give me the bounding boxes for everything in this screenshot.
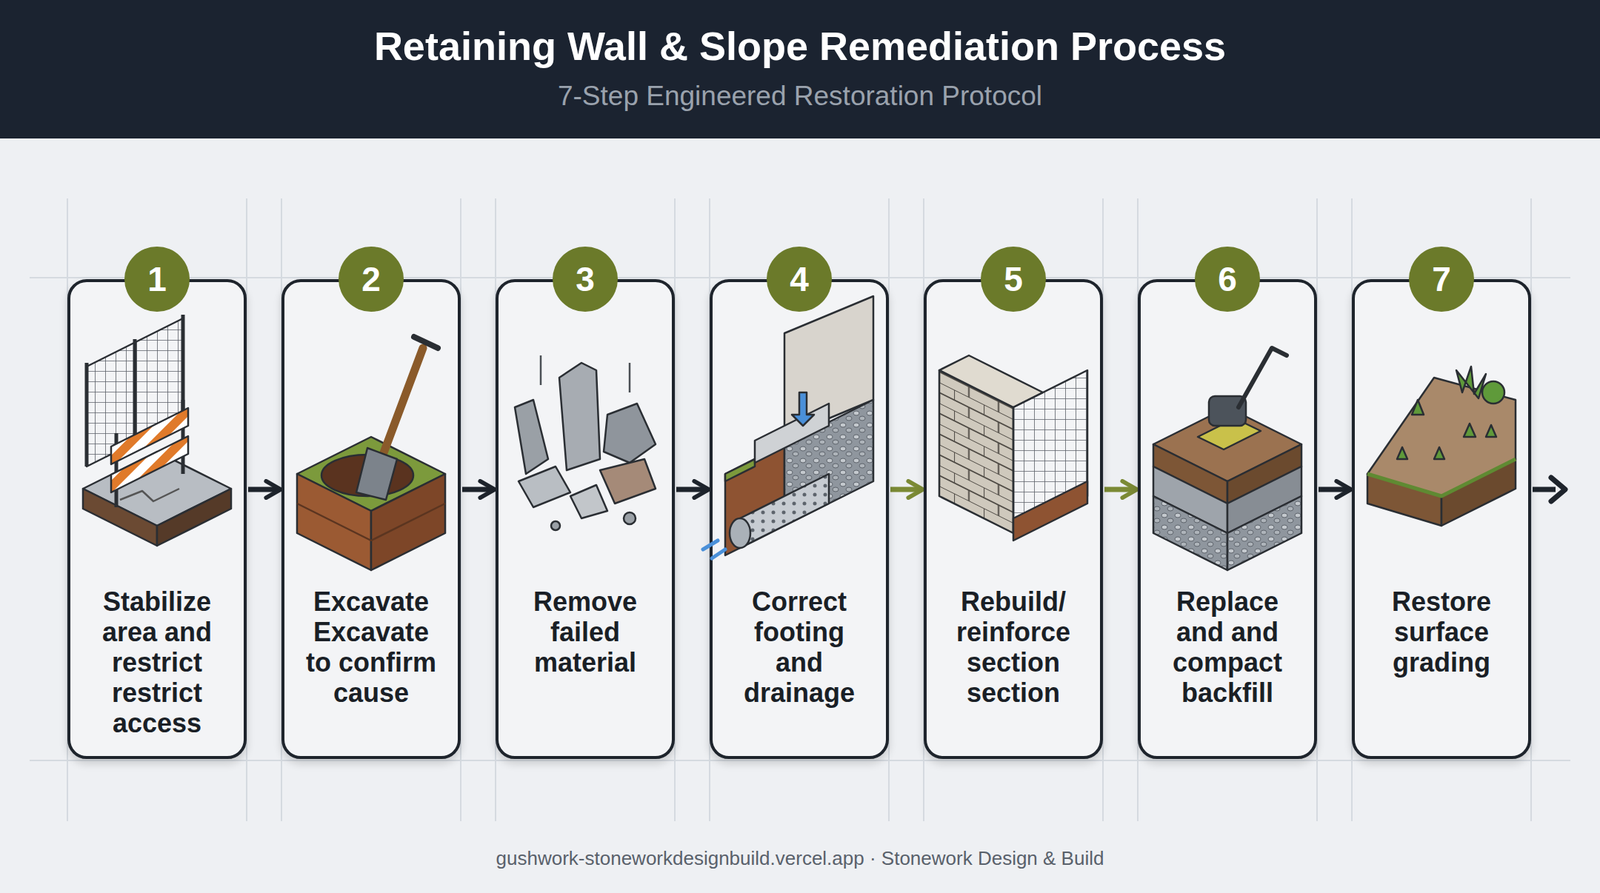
step-badge: 6 — [1194, 246, 1260, 312]
step-number: 7 — [1431, 260, 1452, 298]
wall-icon — [939, 355, 1088, 541]
step-card: Correct footing and drainage4 — [709, 279, 889, 760]
step-badge: 2 — [338, 246, 404, 312]
compactor-icon — [1153, 348, 1302, 571]
step-label: Rebuild/ reinforce section section — [942, 586, 1084, 709]
step-card: Stabilize area and restrict restrict acc… — [67, 279, 247, 760]
step-label: Remove failed material — [514, 586, 656, 678]
slope-icon — [1367, 366, 1516, 526]
barricade-icon — [82, 314, 232, 546]
step-label: Correct footing and drainage — [728, 586, 870, 709]
end-arrow — [1532, 477, 1566, 502]
step-label: Replace and and compact backfill — [1157, 586, 1298, 709]
grid-lines — [29, 198, 1571, 822]
title: Retaining Wall & Slope Remediation Proce… — [0, 22, 1600, 70]
step-number: 3 — [575, 260, 595, 298]
excavation-icon — [297, 337, 446, 571]
caption: gushwork-stoneworkdesignbuild.vercel.app… — [0, 846, 1600, 871]
subtitle: 7-Step Engineered Restoration Protocol — [0, 80, 1600, 113]
step-badge: 5 — [980, 246, 1046, 312]
step-badge: 7 — [1408, 246, 1475, 312]
flow-arrow — [890, 487, 921, 493]
step-card: Remove failed material3 — [495, 279, 675, 760]
drainage-icon — [702, 296, 874, 559]
step-number: 6 — [1217, 260, 1238, 298]
step-card: Rebuild/ reinforce section section5 — [923, 279, 1103, 760]
step-label: Excavate Excavate to confirm cause — [300, 586, 442, 709]
step-badge: 1 — [124, 246, 190, 312]
flow-arrow — [676, 487, 707, 493]
step-label: Restore surface grading — [1371, 586, 1512, 678]
step-number: 2 — [361, 260, 381, 298]
step-number: 1 — [147, 260, 167, 298]
flow-arrow — [1104, 487, 1135, 493]
step-number: 5 — [1003, 260, 1023, 298]
step-card: Restore surface grading7 — [1351, 279, 1532, 760]
rubble-icon — [514, 355, 656, 531]
step-badge: 4 — [766, 246, 832, 312]
step-card: Replace and and compact backfill6 — [1137, 279, 1318, 760]
step-badge: 3 — [552, 246, 618, 312]
header-band — [0, 0, 1600, 139]
flow-arrow — [1318, 487, 1349, 493]
flow-arrow — [462, 487, 493, 493]
step-label: Stabilize area and restrict restrict acc… — [86, 586, 228, 739]
step-number: 4 — [789, 260, 809, 298]
flow-arrow — [248, 487, 279, 493]
step-card: Excavate Excavate to confirm cause2 — [281, 279, 461, 760]
